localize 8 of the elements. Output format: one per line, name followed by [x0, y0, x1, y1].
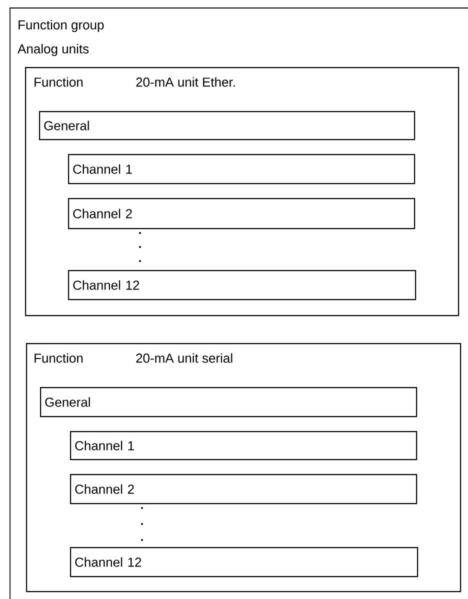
- menu-box: Channel 1: [70, 431, 418, 460]
- menu-box: General: [40, 387, 418, 418]
- menu-box: General: [39, 111, 416, 140]
- menu-box: Channel 12: [70, 547, 418, 578]
- menu-box: Channel 2: [70, 474, 418, 504]
- menu-box: Channel 12: [68, 270, 416, 300]
- menu-box: Channel 1: [68, 154, 416, 184]
- menu-box: Channel 2: [68, 198, 416, 230]
